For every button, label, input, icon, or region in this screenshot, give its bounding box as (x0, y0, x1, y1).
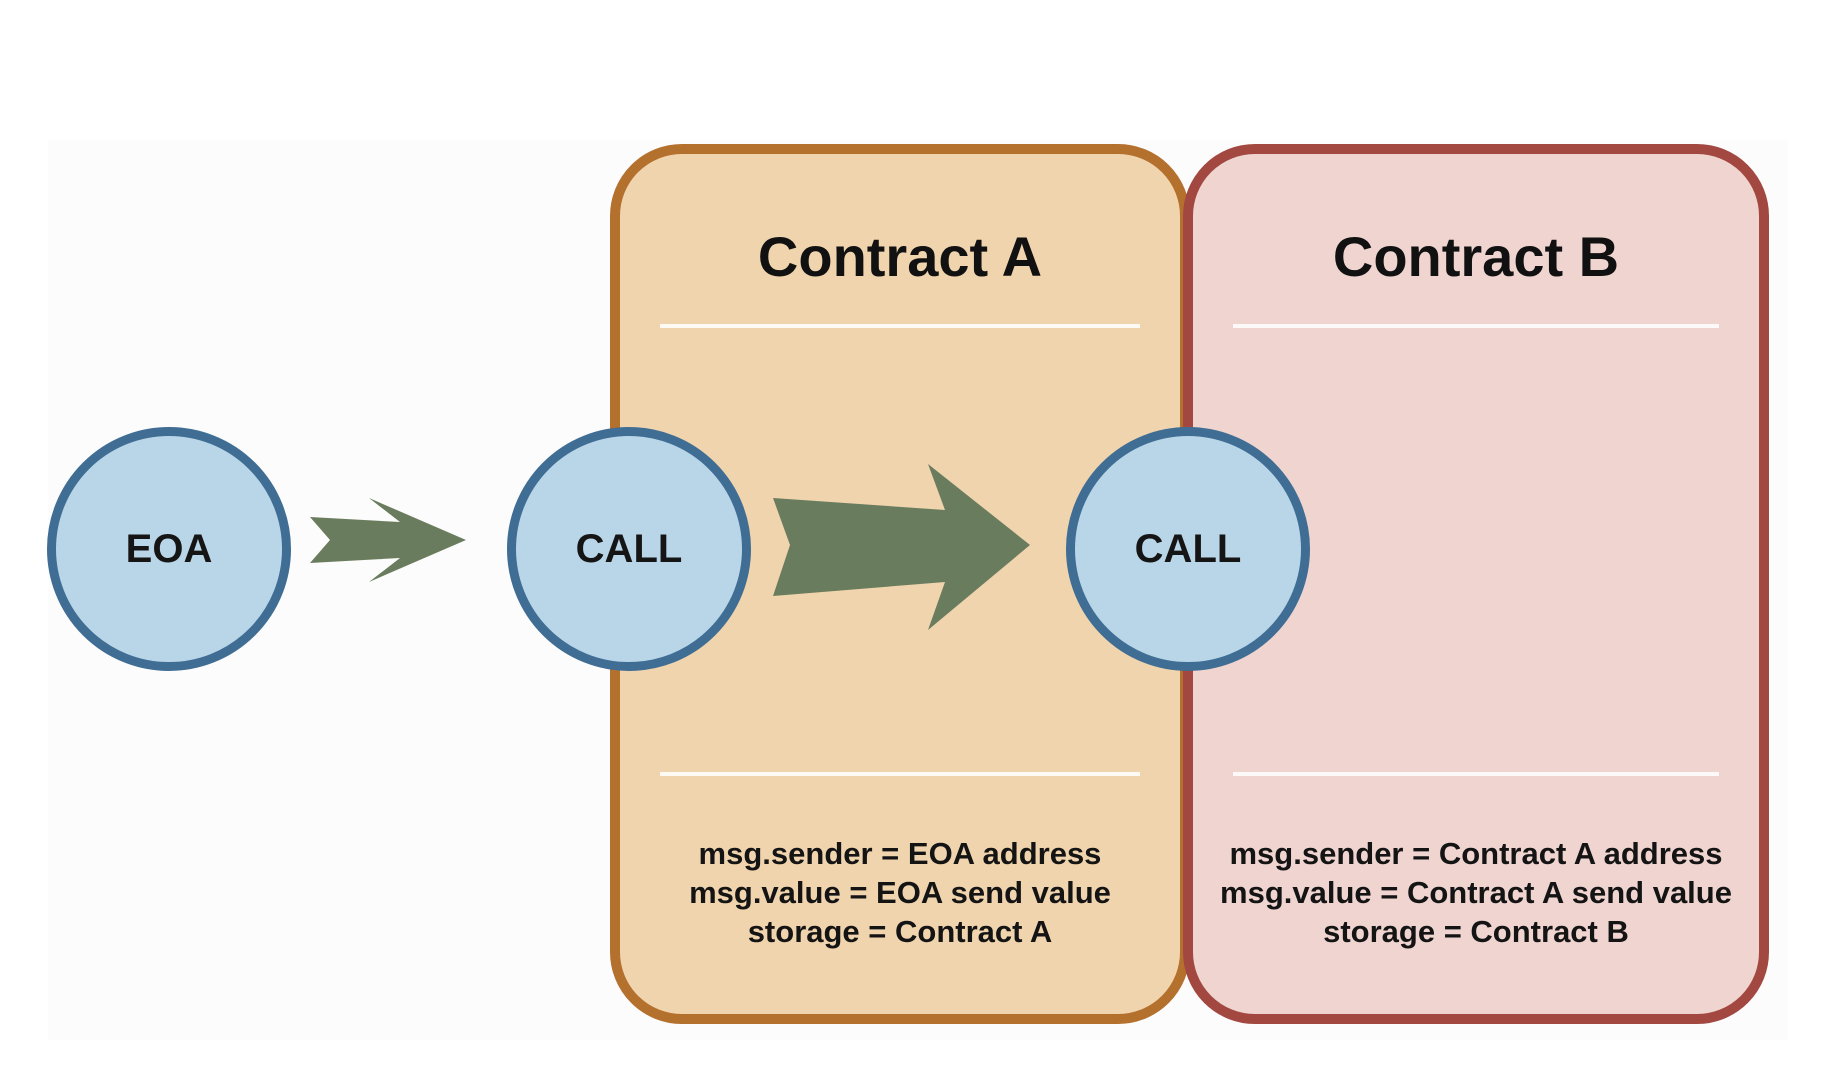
contract-b-divider-top (1233, 324, 1719, 328)
call-node-b: CALL (1066, 427, 1310, 671)
contract-a-divider-bottom (660, 772, 1140, 776)
contract-b-msg-sender: msg.sender = Contract A address (1229, 836, 1723, 871)
call-node-a: CALL (507, 427, 751, 671)
contract-b-divider-bottom (1233, 772, 1719, 776)
contract-b-title: Contract B (1332, 225, 1620, 288)
contract-b-msg-value: msg.value = Contract A send value (1220, 875, 1732, 910)
contract-a-msg-sender: msg.sender = EOA address (698, 836, 1102, 871)
contract-a-divider-top (660, 324, 1140, 328)
contract-b-storage: storage = Contract B (1323, 914, 1629, 949)
contract-b-notes: msg.sender = Contract A address msg.valu… (1193, 834, 1759, 951)
contract-a-msg-value: msg.value = EOA send value (689, 875, 1111, 910)
eoa-node: EOA (47, 427, 291, 671)
contract-a-storage: storage = Contract A (747, 914, 1053, 949)
contract-a-title: Contract A (757, 225, 1043, 288)
contract-a-notes: msg.sender = EOA address msg.value = EOA… (620, 834, 1180, 951)
